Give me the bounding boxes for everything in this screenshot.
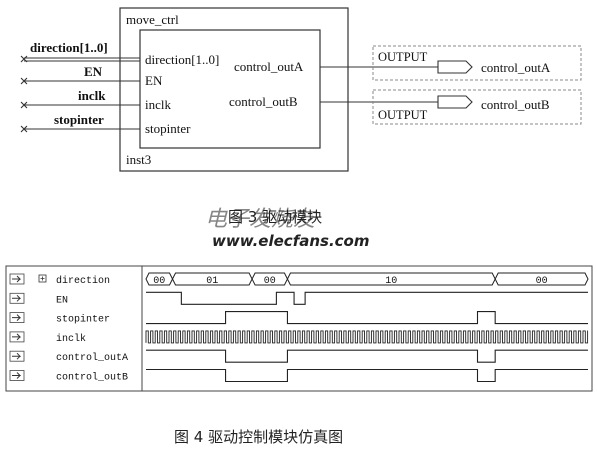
output-pin-b-label: control_outB [481, 97, 550, 112]
signal-pin-icon [9, 370, 25, 381]
port-inclk: inclk [145, 97, 171, 112]
input-wires [24, 57, 140, 130]
signal-trace [146, 291, 588, 305]
clock-waveform [145, 330, 589, 344]
signal-trace [146, 368, 588, 383]
signal-pin-icon [9, 312, 25, 324]
wire-label-en: EN [84, 64, 103, 79]
block-instance: inst3 [126, 152, 151, 167]
bus-value-label: 01 [206, 276, 218, 287]
port-en: EN [145, 73, 163, 88]
figure-4-caption: 图 4 驱动控制模块仿真图 [174, 428, 343, 446]
wire-label-inclk: inclk [78, 88, 106, 103]
block-inner-frame [139, 29, 321, 149]
output-pin-a-icon [437, 60, 473, 74]
signal-name: inclk [56, 333, 86, 345]
signal-name: control_outB [56, 372, 128, 384]
output-pin-b: OUTPUT control_outB [372, 89, 582, 125]
x-marker-icon [20, 77, 28, 85]
output-pin-b-frame [372, 89, 582, 125]
bus-expand-plus-icon [40, 276, 45, 281]
output-wires [320, 66, 438, 103]
output-pin-b-type: OUTPUT [378, 108, 428, 122]
block-symbol: move_ctrl inst3 direction[1..0] EN inclk… [119, 7, 349, 172]
output-pin-a-frame [372, 45, 582, 81]
digital-waveform [146, 368, 588, 383]
port-control-outa: control_outA [234, 59, 304, 74]
waveform-frame [5, 265, 593, 392]
watermark-logo: 电子发烧友 [205, 207, 318, 232]
wire-label-direction: direction[1..0] [30, 40, 108, 55]
bus-value-label: 00 [153, 276, 165, 287]
port-stopinter: stopinter [145, 121, 191, 136]
signal-name: EN [56, 295, 68, 306]
x-marker-icon [20, 101, 28, 109]
port-direction: direction[1..0] [145, 52, 219, 67]
watermark-url: www.elecfans.com [212, 232, 369, 250]
output-pin-a: OUTPUT control_outA [372, 45, 582, 81]
input-wire-labels: direction[1..0] EN inclk stopinter [30, 40, 108, 127]
signal-pin-icon [9, 350, 25, 362]
x-marker-icon [20, 55, 28, 63]
bus-value-label: 00 [264, 276, 276, 287]
x-marker-icon [20, 125, 28, 133]
figure-3-caption: 图 3 驱动模块 [228, 208, 322, 226]
signal-name: control_outA [56, 352, 128, 364]
output-pin-b-icon [437, 95, 473, 109]
signal-trace [145, 330, 589, 344]
digital-waveform [146, 349, 588, 363]
port-control-outb: control_outB [229, 94, 298, 109]
bus-segment [494, 272, 589, 286]
output-pin-a-type: OUTPUT [378, 50, 428, 64]
signal-name: direction [56, 275, 110, 287]
signal-name: stopinter [56, 314, 110, 326]
block-name: move_ctrl [126, 12, 179, 27]
bus-value-label: 00 [536, 276, 548, 287]
wire-label-stopinter: stopinter [54, 112, 104, 127]
digital-waveform [146, 311, 588, 325]
signal-pin-icon [9, 273, 25, 285]
signal-traces: 00 01 00 10 00 [145, 272, 589, 383]
signal-trace: 00 01 00 10 00 [145, 272, 589, 287]
signal-trace [146, 349, 588, 363]
bus-value-label: 10 [385, 276, 397, 287]
signal-trace [146, 311, 588, 325]
signal-pin-icon [9, 292, 25, 304]
signal-pin-icon [9, 331, 25, 343]
block-outer-frame [119, 7, 349, 172]
signal-icons [9, 273, 25, 381]
unconnected-markers [20, 55, 28, 133]
digital-waveform [146, 291, 588, 305]
output-pin-a-label: control_outA [481, 60, 551, 75]
